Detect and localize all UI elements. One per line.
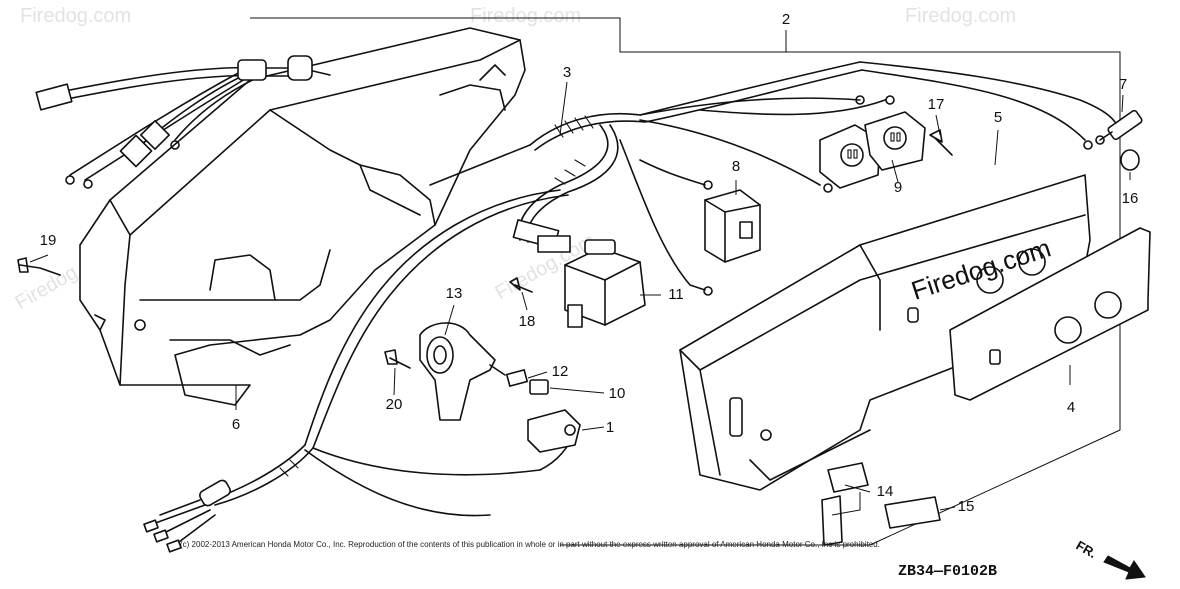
callout-5: 5 xyxy=(994,109,1002,126)
outlet-screw xyxy=(929,129,953,156)
callout-13: 13 xyxy=(446,285,463,302)
callout-4: 4 xyxy=(1067,399,1075,416)
callout-20: 20 xyxy=(386,396,403,413)
callout-1: 1 xyxy=(606,419,614,436)
upper-left-sub-harness xyxy=(35,55,331,189)
watermark-text: Firedog.com xyxy=(905,5,1016,27)
diagram-code: ZB34—F0102B xyxy=(898,563,997,580)
watermark-text: Firedog.com xyxy=(470,5,581,27)
small-connectors xyxy=(505,369,581,453)
leader-lines xyxy=(29,30,1131,516)
main-wire-harness xyxy=(209,61,1116,517)
engine-switch-bracket xyxy=(419,322,506,421)
callout-16: 16 xyxy=(1122,190,1139,207)
copyright-notice: (c) 2002-2013 American Honda Motor Co., … xyxy=(180,540,880,549)
control-panel: Firedog.com xyxy=(679,174,1091,491)
watermark-text: Firedog.com xyxy=(20,5,131,27)
callout-3: 3 xyxy=(563,64,571,81)
callout-17: 17 xyxy=(928,96,945,113)
decal-labels xyxy=(821,462,941,546)
lower-left-leads xyxy=(143,479,231,553)
callout-18: 18 xyxy=(519,313,536,330)
bolt-18 xyxy=(509,277,533,293)
control-module xyxy=(564,239,646,328)
control-box-housing xyxy=(79,27,526,406)
callout-14: 14 xyxy=(877,483,894,500)
terminal-fitting xyxy=(1099,109,1143,141)
front-arrow-icon xyxy=(1103,555,1146,580)
callout-15: 15 xyxy=(958,498,975,515)
callout-6: 6 xyxy=(232,416,240,433)
callout-10: 10 xyxy=(609,385,626,402)
o-ring xyxy=(1120,149,1140,171)
circuit-breaker xyxy=(704,189,761,263)
bolt-20 xyxy=(384,349,411,369)
callout-2: 2 xyxy=(782,11,790,28)
callout-12: 12 xyxy=(552,363,569,380)
panel-label-plate xyxy=(949,227,1151,401)
callout-9: 9 xyxy=(894,179,902,196)
assembly-bracket xyxy=(250,17,1121,546)
callout-19: 19 xyxy=(40,232,57,249)
front-direction-label: FR. xyxy=(1074,538,1100,561)
bolt-19 xyxy=(17,257,61,276)
front-direction-indicator: FR. xyxy=(1074,538,1146,580)
callout-labels: 1 2 3 4 5 6 7 8 9 10 11 12 13 14 15 16 1… xyxy=(40,11,1139,515)
callout-8: 8 xyxy=(732,158,740,175)
callout-7: 7 xyxy=(1119,76,1127,93)
callout-11: 11 xyxy=(668,286,684,303)
ac-outlets xyxy=(819,111,926,189)
